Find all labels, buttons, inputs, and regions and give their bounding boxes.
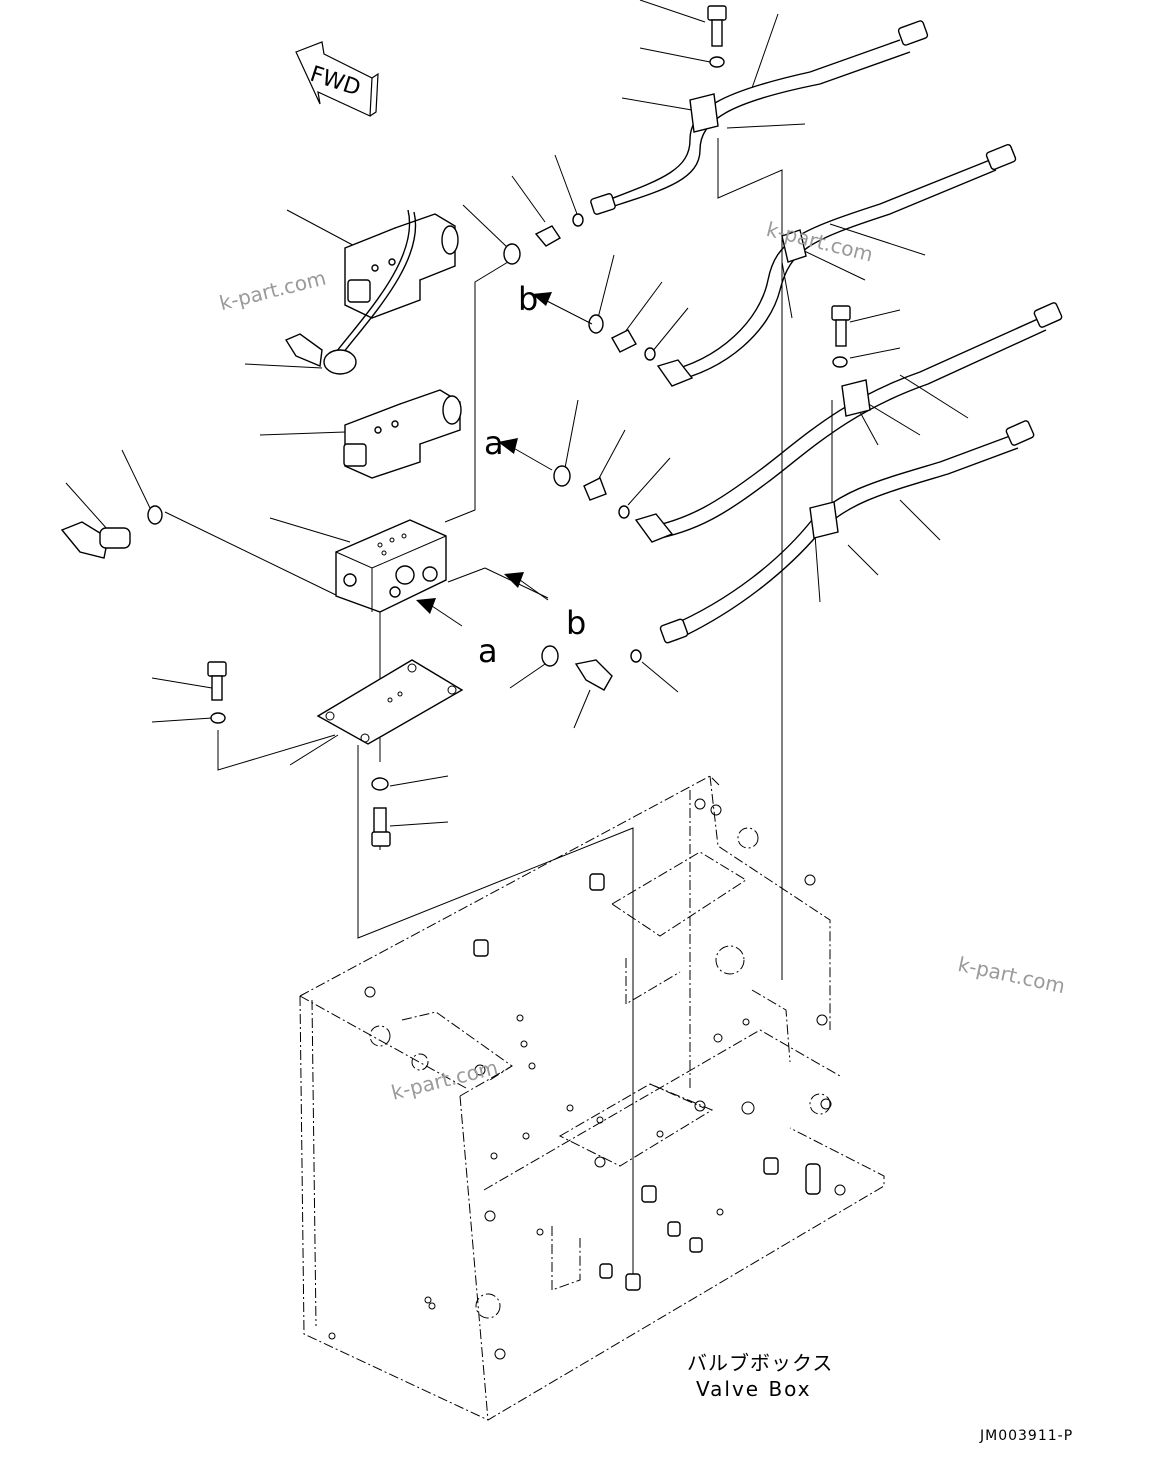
mounting-plate xyxy=(316,659,464,745)
fwd-arrow-icon: FWD xyxy=(295,41,379,117)
valve-box-label-jp: バルブボックス xyxy=(687,1351,833,1375)
callout-arrows xyxy=(416,292,593,627)
solenoid-valve xyxy=(284,209,459,375)
watermark-3: k-part.com xyxy=(956,952,1068,998)
bolts-washers xyxy=(207,5,851,847)
leader-lines xyxy=(65,0,969,827)
callout-b-bottom: b xyxy=(566,604,586,642)
center-lines xyxy=(164,138,833,1278)
valve-box-frame xyxy=(299,775,885,1421)
fittings xyxy=(503,213,656,691)
connector-plug xyxy=(60,505,163,559)
callout-a-top: a xyxy=(484,424,504,462)
callout-b-top: b xyxy=(518,280,538,318)
drawing-code: JM003911-P xyxy=(979,1428,1073,1444)
fwd-label: FWD xyxy=(307,62,364,102)
manifold-block xyxy=(335,519,447,613)
hoses xyxy=(590,20,1063,644)
solenoid-valve-2 xyxy=(343,389,462,479)
watermark-4: k-part.com xyxy=(389,1055,500,1105)
callout-a-bottom: a xyxy=(478,632,498,670)
valve-box-label-en: Valve Box xyxy=(696,1377,812,1401)
watermark-1: k-part.com xyxy=(217,266,328,316)
